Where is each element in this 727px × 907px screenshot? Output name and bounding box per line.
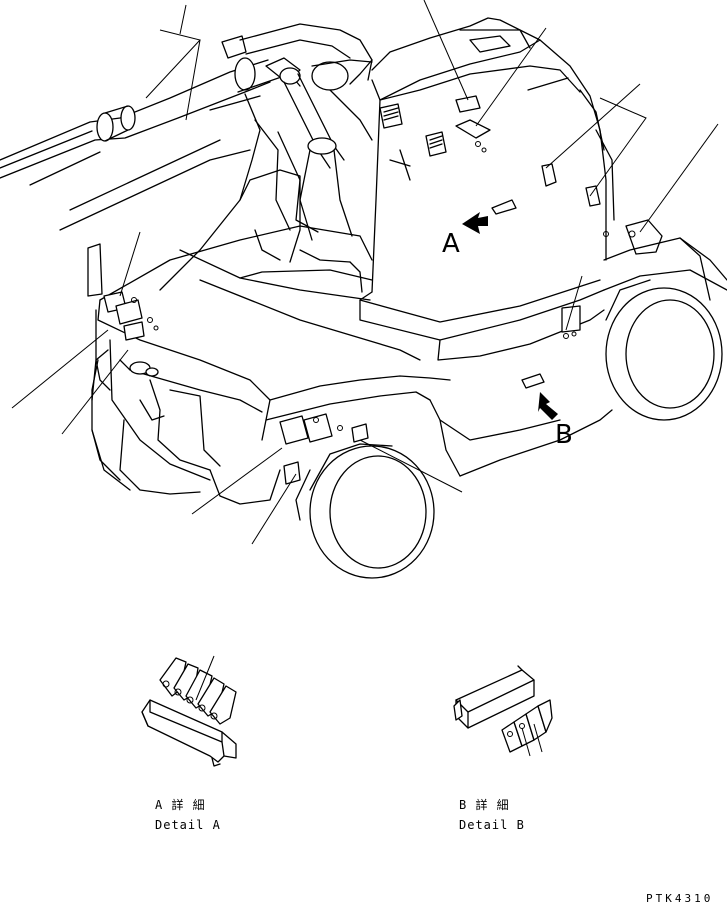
detail-b-clips: [501, 699, 553, 753]
left-body-panel: [91, 309, 281, 505]
detail-a-en: Detail A: [155, 818, 221, 832]
label-a: A: [442, 229, 460, 259]
machine-body: [97, 169, 727, 477]
operator-cab: [349, 17, 615, 361]
detail-b-figure: [453, 665, 553, 757]
rear-right-wheel: [605, 279, 723, 421]
left-wheel: [91, 349, 131, 491]
left-mirror-bracket: [87, 243, 159, 341]
cab-clips: [379, 95, 663, 339]
detail-a-figure: [141, 655, 237, 767]
detail-b-jp: B 詳 細: [459, 797, 510, 812]
detail-b-en: Detail B: [459, 818, 525, 832]
front-connectors: [279, 413, 369, 485]
label-b: B: [555, 420, 573, 450]
hydraulic-cylinders: [254, 57, 373, 241]
front-wheel: [295, 443, 435, 579]
boom-arm: [0, 23, 373, 291]
detail-a-clips: [159, 657, 237, 725]
view-arrow-a: [462, 199, 517, 234]
detail-a-jp: A 詳 細: [155, 797, 206, 812]
drawing-code: PTK4310: [646, 892, 713, 905]
leader-lines: [11, 0, 719, 545]
view-arrow-b: [521, 373, 558, 420]
